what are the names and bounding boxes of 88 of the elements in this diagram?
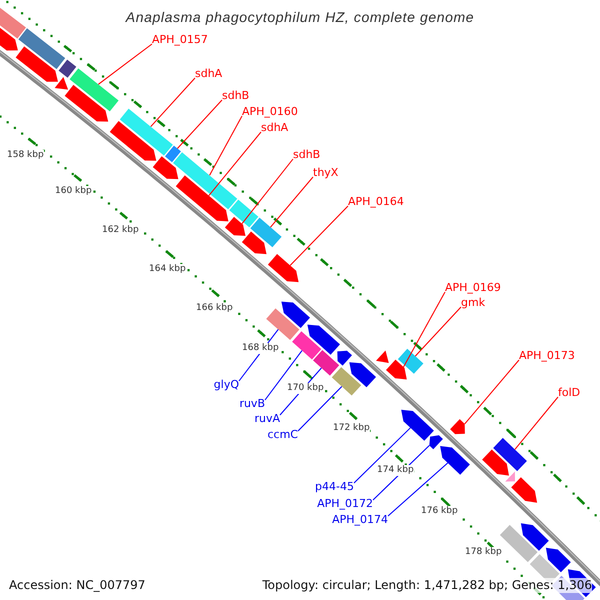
- gene-label: ruvB: [239, 397, 265, 410]
- gene-segment: [152, 156, 178, 180]
- gene-box: [165, 146, 181, 162]
- tick-label: 166 kbp: [196, 303, 233, 314]
- gene-segment: [520, 523, 549, 551]
- gene-segment: [224, 216, 246, 236]
- gene-segment: [307, 324, 340, 355]
- tick-label: 172 kbp: [333, 423, 370, 434]
- gene-segment: [376, 350, 389, 363]
- gene-label: sdhB: [293, 148, 320, 161]
- tick-label: 170 kbp: [287, 383, 324, 394]
- gene-label: APH_0172: [317, 497, 373, 510]
- gene-segment: [176, 175, 228, 222]
- gene-segment: [337, 350, 352, 366]
- gene-segment: [54, 77, 68, 90]
- gene-box: [18, 28, 66, 70]
- leader-line: [354, 427, 411, 484]
- gene-label: sdhB: [222, 89, 250, 102]
- tick-label: 160 kbp: [55, 186, 92, 197]
- gene-label: sdhA: [195, 67, 222, 80]
- gene-label: folD: [558, 386, 580, 399]
- gene-box: [120, 108, 173, 156]
- gene-segment: [16, 46, 58, 82]
- leader-line: [414, 306, 462, 357]
- gene-box: [266, 308, 300, 340]
- gene-box: [292, 331, 322, 360]
- gene-box: [229, 200, 258, 228]
- gene-segment: [482, 450, 509, 476]
- gene-segment: [0, 28, 18, 50]
- gene-box: [70, 68, 119, 112]
- leader-line: [242, 158, 294, 224]
- tick-label: 162 kbp: [102, 225, 139, 236]
- leader-line: [176, 100, 222, 149]
- leader-line: [298, 386, 342, 432]
- leader-line: [98, 44, 152, 85]
- gene-label: sdhA: [261, 121, 288, 134]
- gene-label: APH_0157: [152, 33, 208, 46]
- gene-box: [173, 152, 238, 210]
- diagram-title: Anaplasma phagocytophilum HZ, complete genome: [124, 9, 476, 25]
- gene-segment: [64, 84, 108, 122]
- leader-line: [403, 292, 446, 368]
- leader-line: [290, 206, 348, 266]
- gene-box: [313, 350, 340, 376]
- gene-box: [250, 218, 282, 248]
- gene-box: [398, 348, 424, 374]
- gene-label: gmk: [461, 296, 486, 309]
- leader-line: [209, 116, 242, 176]
- gene-segment: [349, 362, 376, 388]
- gene-segment: [429, 435, 443, 450]
- gene-segment: [511, 477, 538, 503]
- gene-segment: [440, 446, 470, 475]
- gene-label: APH_0164: [348, 195, 404, 208]
- gene-segment: [268, 254, 299, 282]
- gene-label: ccmC: [268, 428, 298, 441]
- gene-segment: [386, 360, 407, 380]
- gene-label: APH_0174: [332, 513, 388, 526]
- leader-line: [270, 176, 314, 228]
- accession-text: Accession: NC_007797: [9, 578, 146, 593]
- gene-label: APH_0173: [519, 349, 575, 362]
- gene-label: ruvA: [254, 412, 280, 425]
- gene-segment: [546, 548, 571, 572]
- gene-segment: [505, 472, 515, 482]
- tick-label: 158 kbp: [7, 150, 44, 161]
- tick-label: 178 kbp: [465, 547, 502, 558]
- gene-segment: [110, 121, 156, 161]
- leader-line: [514, 396, 558, 450]
- gene-label: glyQ: [214, 378, 239, 391]
- gene-box: [332, 367, 362, 396]
- tick-label: 174 kbp: [377, 465, 414, 476]
- gene-box: [500, 524, 538, 562]
- gene-label: APH_0160: [242, 105, 298, 118]
- gene-segment: [401, 410, 434, 441]
- tick-label: 176 kbp: [421, 506, 458, 517]
- gene-label: p44-45: [315, 480, 354, 493]
- leader-line: [388, 462, 448, 516]
- gene-segment: [242, 232, 266, 254]
- leader-line: [264, 350, 302, 400]
- leader-line: [150, 78, 196, 128]
- tick-label: 168 kbp: [242, 343, 279, 354]
- gene-label: APH_0169: [445, 281, 501, 294]
- genome-stats-text: Topology: circular; Length: 1,471,282 bp; Genes: 1,306: [262, 578, 592, 593]
- gene-box: [493, 438, 527, 472]
- gene-label: thyX: [313, 166, 338, 179]
- leader-line: [208, 132, 262, 196]
- tick-label: 164 kbp: [149, 264, 186, 275]
- gene-segment: [281, 302, 310, 328]
- leader-line: [464, 360, 520, 424]
- gene-segment: [450, 419, 465, 434]
